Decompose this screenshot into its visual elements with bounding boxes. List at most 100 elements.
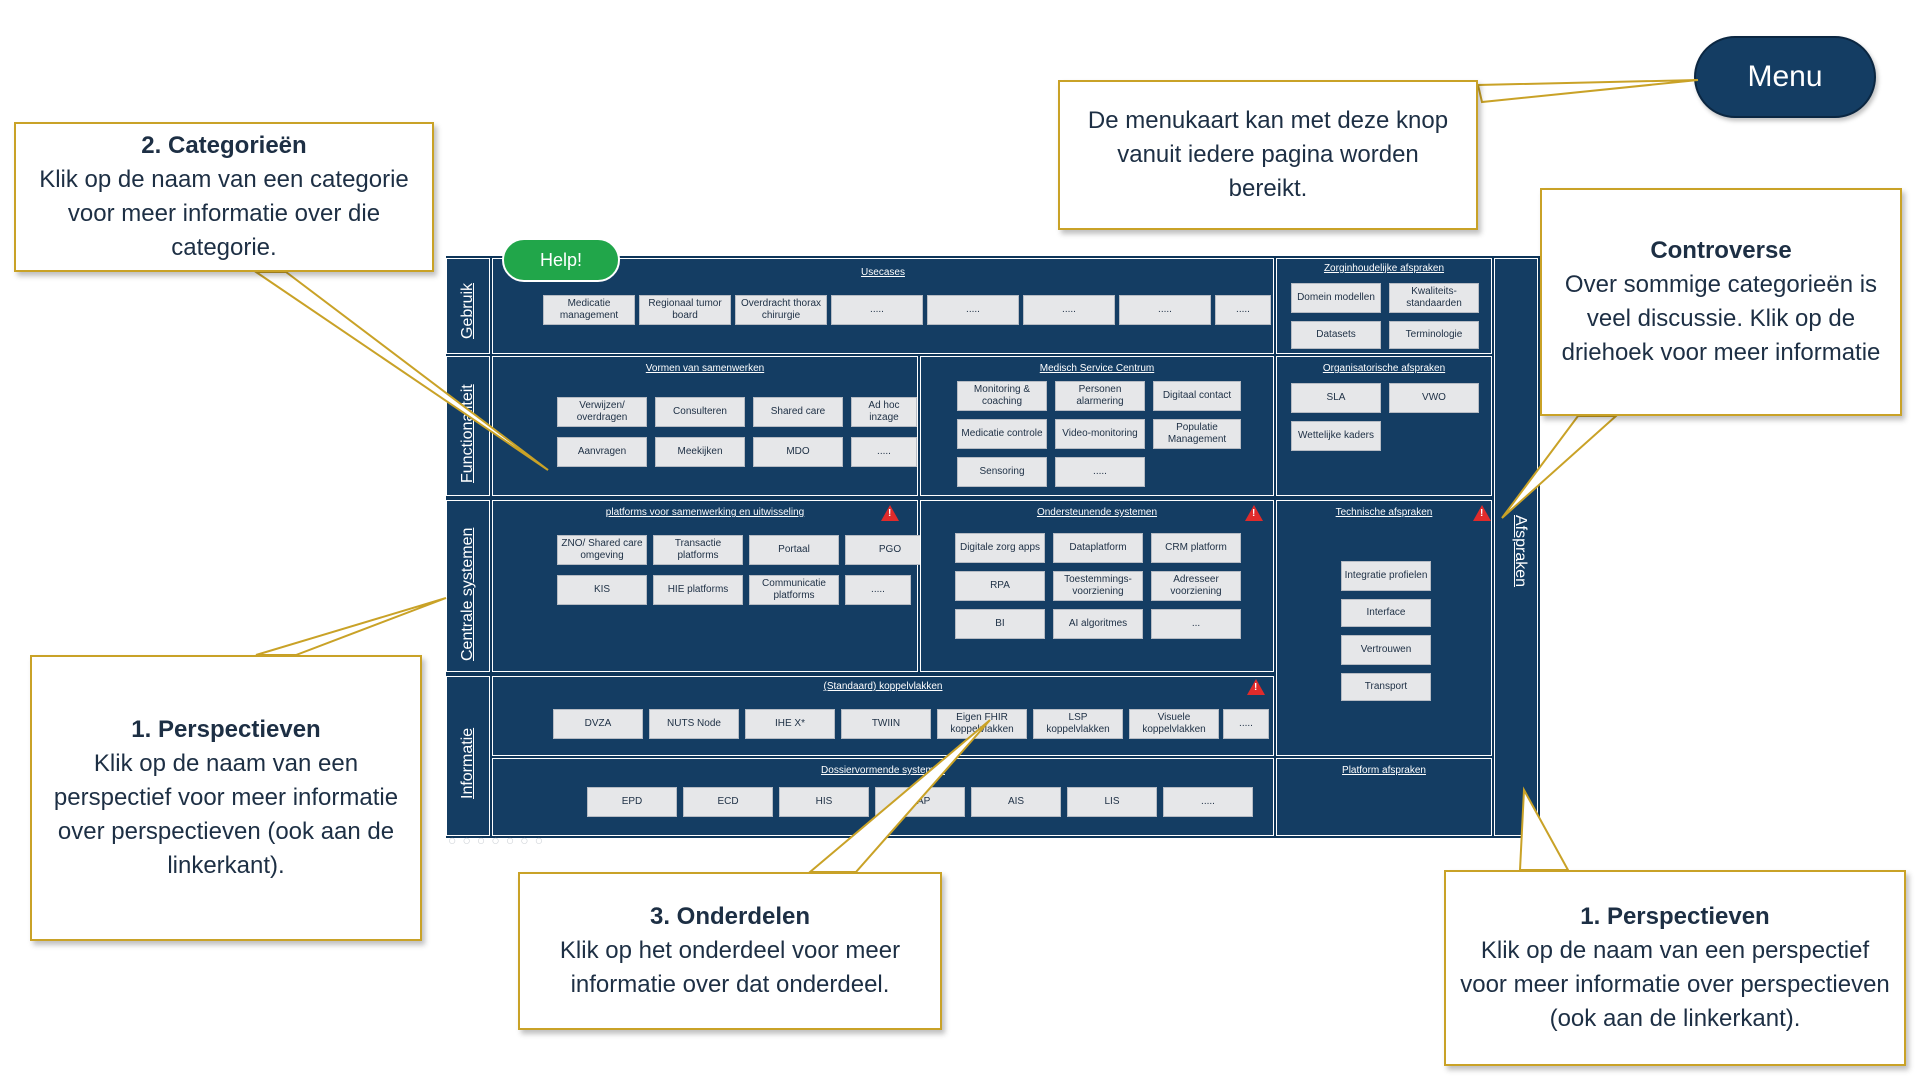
component-adresseer-voorziening[interactable]: Adresseer voorziening (1151, 571, 1241, 601)
component-transactie-platforms[interactable]: Transactie platforms (653, 535, 743, 565)
callout-perspectives-left-title: 1. Perspectieven (131, 716, 321, 743)
component-integratie-profielen[interactable]: Integratie profielen (1341, 561, 1431, 591)
component-rpa[interactable]: RPA (955, 571, 1045, 601)
perspective-tab-functionaliteit[interactable]: Functionaliteit (446, 356, 490, 496)
perspective-tab-informatie[interactable]: Informatie (446, 676, 490, 836)
component-shared-care[interactable]: Shared care (753, 397, 843, 427)
component-zno-shared-care[interactable]: ZNO/ Shared care omgeving (557, 535, 647, 565)
component-his[interactable]: HIS (779, 787, 869, 817)
slide-navigation-icons: ○○○○○○○ (448, 832, 550, 848)
component-ad-hoc-inzage[interactable]: Ad hoc inzage (851, 397, 917, 427)
component-ihe-x[interactable]: IHE X* (745, 709, 835, 739)
component-dataplatform[interactable]: Dataplatform (1053, 533, 1143, 563)
component-kwaliteitsstandaarden[interactable]: Kwaliteits-standaarden (1389, 283, 1479, 313)
component-mdo[interactable]: MDO (753, 437, 843, 467)
component-digitaal-contact[interactable]: Digitaal contact (1153, 381, 1241, 411)
callout-perspectives-right: 1. Perspectieven Klik op de naam van een… (1444, 870, 1906, 1066)
component-msc-placeholder[interactable]: ..... (1055, 457, 1145, 487)
category-title-dossiervormende[interactable]: Dossiervormende systemen (821, 765, 945, 776)
category-title-technische[interactable]: Technische afspraken (1335, 507, 1433, 518)
component-aanvragen[interactable]: Aanvragen (557, 437, 647, 467)
component-medicatie-controle[interactable]: Medicatie controle (957, 419, 1047, 449)
controversy-warning-icon[interactable]: ! (881, 505, 899, 521)
component-populatie-management[interactable]: Populatie Management (1153, 419, 1241, 449)
component-nuts-node[interactable]: NUTS Node (649, 709, 739, 739)
component-koppelvlakken-placeholder[interactable]: ..... (1223, 709, 1269, 739)
component-kis[interactable]: KIS (557, 575, 647, 605)
category-title-organisatorische[interactable]: Organisatorische afspraken (1322, 363, 1446, 374)
component-lis[interactable]: LIS (1067, 787, 1157, 817)
controversy-warning-icon[interactable]: ! (1473, 505, 1491, 521)
component-lsp-koppelvlakken[interactable]: LSP koppelvlakken (1033, 709, 1123, 739)
component-usecase-placeholder[interactable]: ..... (927, 295, 1019, 325)
perspective-label-gebruik[interactable]: Gebruik (459, 282, 476, 339)
panel-ondersteunende-systemen: Ondersteunende systemen ! Digitale zorg … (920, 500, 1274, 672)
component-usecase-placeholder[interactable]: ..... (1215, 295, 1271, 325)
component-sensoring[interactable]: Sensoring (957, 457, 1047, 487)
component-platforms-placeholder[interactable]: ..... (845, 575, 911, 605)
component-vwo[interactable]: VWO (1389, 383, 1479, 413)
category-title-koppelvlakken[interactable]: (Standaard) koppelvlakken (823, 681, 943, 692)
component-twiin[interactable]: TWIIN (841, 709, 931, 739)
category-title-ondersteunende[interactable]: Ondersteunende systemen (1036, 507, 1158, 518)
category-title-msc[interactable]: Medisch Service Centrum (1039, 363, 1155, 374)
category-title-vormen[interactable]: Vormen van samenwerken (645, 363, 765, 374)
perspective-tab-centrale-systemen[interactable]: Centrale systemen (446, 500, 490, 672)
perspective-label-afspraken[interactable]: Afspraken (1512, 515, 1529, 588)
component-ais[interactable]: AIS (971, 787, 1061, 817)
component-verwijzen-overdragen[interactable]: Verwijzen/ overdragen (557, 397, 647, 427)
component-ai-algoritmes[interactable]: AI algoritmes (1053, 609, 1143, 639)
panel-medisch-service-centrum: Medisch Service Centrum Monitoring & coa… (920, 356, 1274, 496)
controversy-warning-icon[interactable]: ! (1245, 505, 1263, 521)
component-ondersteunende-placeholder[interactable]: ... (1151, 609, 1241, 639)
component-personen-alarmering[interactable]: Personen alarmering (1055, 381, 1145, 411)
perspective-tab-afspraken[interactable]: Afspraken (1494, 258, 1538, 836)
component-portaal[interactable]: Portaal (749, 535, 839, 565)
component-usecase-placeholder[interactable]: ..... (1023, 295, 1115, 325)
category-title-usecases[interactable]: Usecases (861, 267, 905, 278)
component-vertrouwen[interactable]: Vertrouwen (1341, 635, 1431, 665)
component-usecase-placeholder[interactable]: ..... (1119, 295, 1211, 325)
component-datasets[interactable]: Datasets (1291, 321, 1381, 349)
component-visuele-koppelvlakken[interactable]: Visuele koppelvlakken (1129, 709, 1219, 739)
category-title-platforms[interactable]: platforms voor samenwerking en uitwissel… (605, 507, 805, 518)
category-title-zorginhoudelijke[interactable]: Zorginhoudelijke afspraken (1323, 263, 1445, 274)
help-button[interactable]: Help! (502, 238, 620, 282)
callout-categories: 2. Categorieën Klik op de naam van een c… (14, 122, 434, 272)
component-vormen-placeholder[interactable]: ..... (851, 437, 917, 467)
component-bi[interactable]: BI (955, 609, 1045, 639)
component-monitoring-coaching[interactable]: Monitoring & coaching (957, 381, 1047, 411)
component-overdracht-thorax[interactable]: Overdracht thorax chirurgie (735, 295, 827, 325)
component-ecd[interactable]: ECD (683, 787, 773, 817)
component-communicatie-platforms[interactable]: Communicatie platforms (749, 575, 839, 605)
component-eigen-fhir-koppelvlakken[interactable]: Eigen FHIR koppelvlakken (937, 709, 1027, 739)
category-title-platform-afspraken[interactable]: Platform afspraken (1342, 765, 1426, 776)
controversy-warning-icon[interactable]: ! (1247, 679, 1265, 695)
perspective-label-centrale-systemen[interactable]: Centrale systemen (459, 527, 476, 661)
component-digitale-zorg-apps[interactable]: Digitale zorg apps (955, 533, 1045, 563)
component-sla[interactable]: SLA (1291, 383, 1381, 413)
component-crm-platform[interactable]: CRM platform (1151, 533, 1241, 563)
component-epd[interactable]: EPD (587, 787, 677, 817)
perspective-label-functionaliteit[interactable]: Functionaliteit (459, 384, 476, 483)
component-domein-modellen[interactable]: Domein modellen (1291, 283, 1381, 313)
component-hie-platforms[interactable]: HIE platforms (653, 575, 743, 605)
component-video-monitoring[interactable]: Video-monitoring (1055, 419, 1145, 449)
panel-koppelvlakken: (Standaard) koppelvlakken ! DVZA NUTS No… (492, 676, 1274, 756)
component-consulteren[interactable]: Consulteren (655, 397, 745, 427)
component-transport[interactable]: Transport (1341, 673, 1431, 701)
perspective-tab-gebruik[interactable]: Gebruik (446, 258, 490, 354)
component-usecase-placeholder[interactable]: ..... (831, 295, 923, 325)
component-interface[interactable]: Interface (1341, 599, 1431, 627)
component-wettelijke-kaders[interactable]: Wettelijke kaders (1291, 421, 1381, 451)
component-hap[interactable]: HAP (875, 787, 965, 817)
component-dossier-placeholder[interactable]: ..... (1163, 787, 1253, 817)
menu-button[interactable]: Menu (1694, 36, 1876, 118)
component-regionaal-tumor-board[interactable]: Regionaal tumor board (639, 295, 731, 325)
component-terminologie[interactable]: Terminologie (1389, 321, 1479, 349)
component-meekijken[interactable]: Meekijken (655, 437, 745, 467)
perspective-label-informatie[interactable]: Informatie (459, 727, 476, 799)
component-medicatie-management[interactable]: Medicatie management (543, 295, 635, 325)
component-dvza[interactable]: DVZA (553, 709, 643, 739)
component-toestemmingsvoorziening[interactable]: Toestemmings-voorziening (1053, 571, 1143, 601)
